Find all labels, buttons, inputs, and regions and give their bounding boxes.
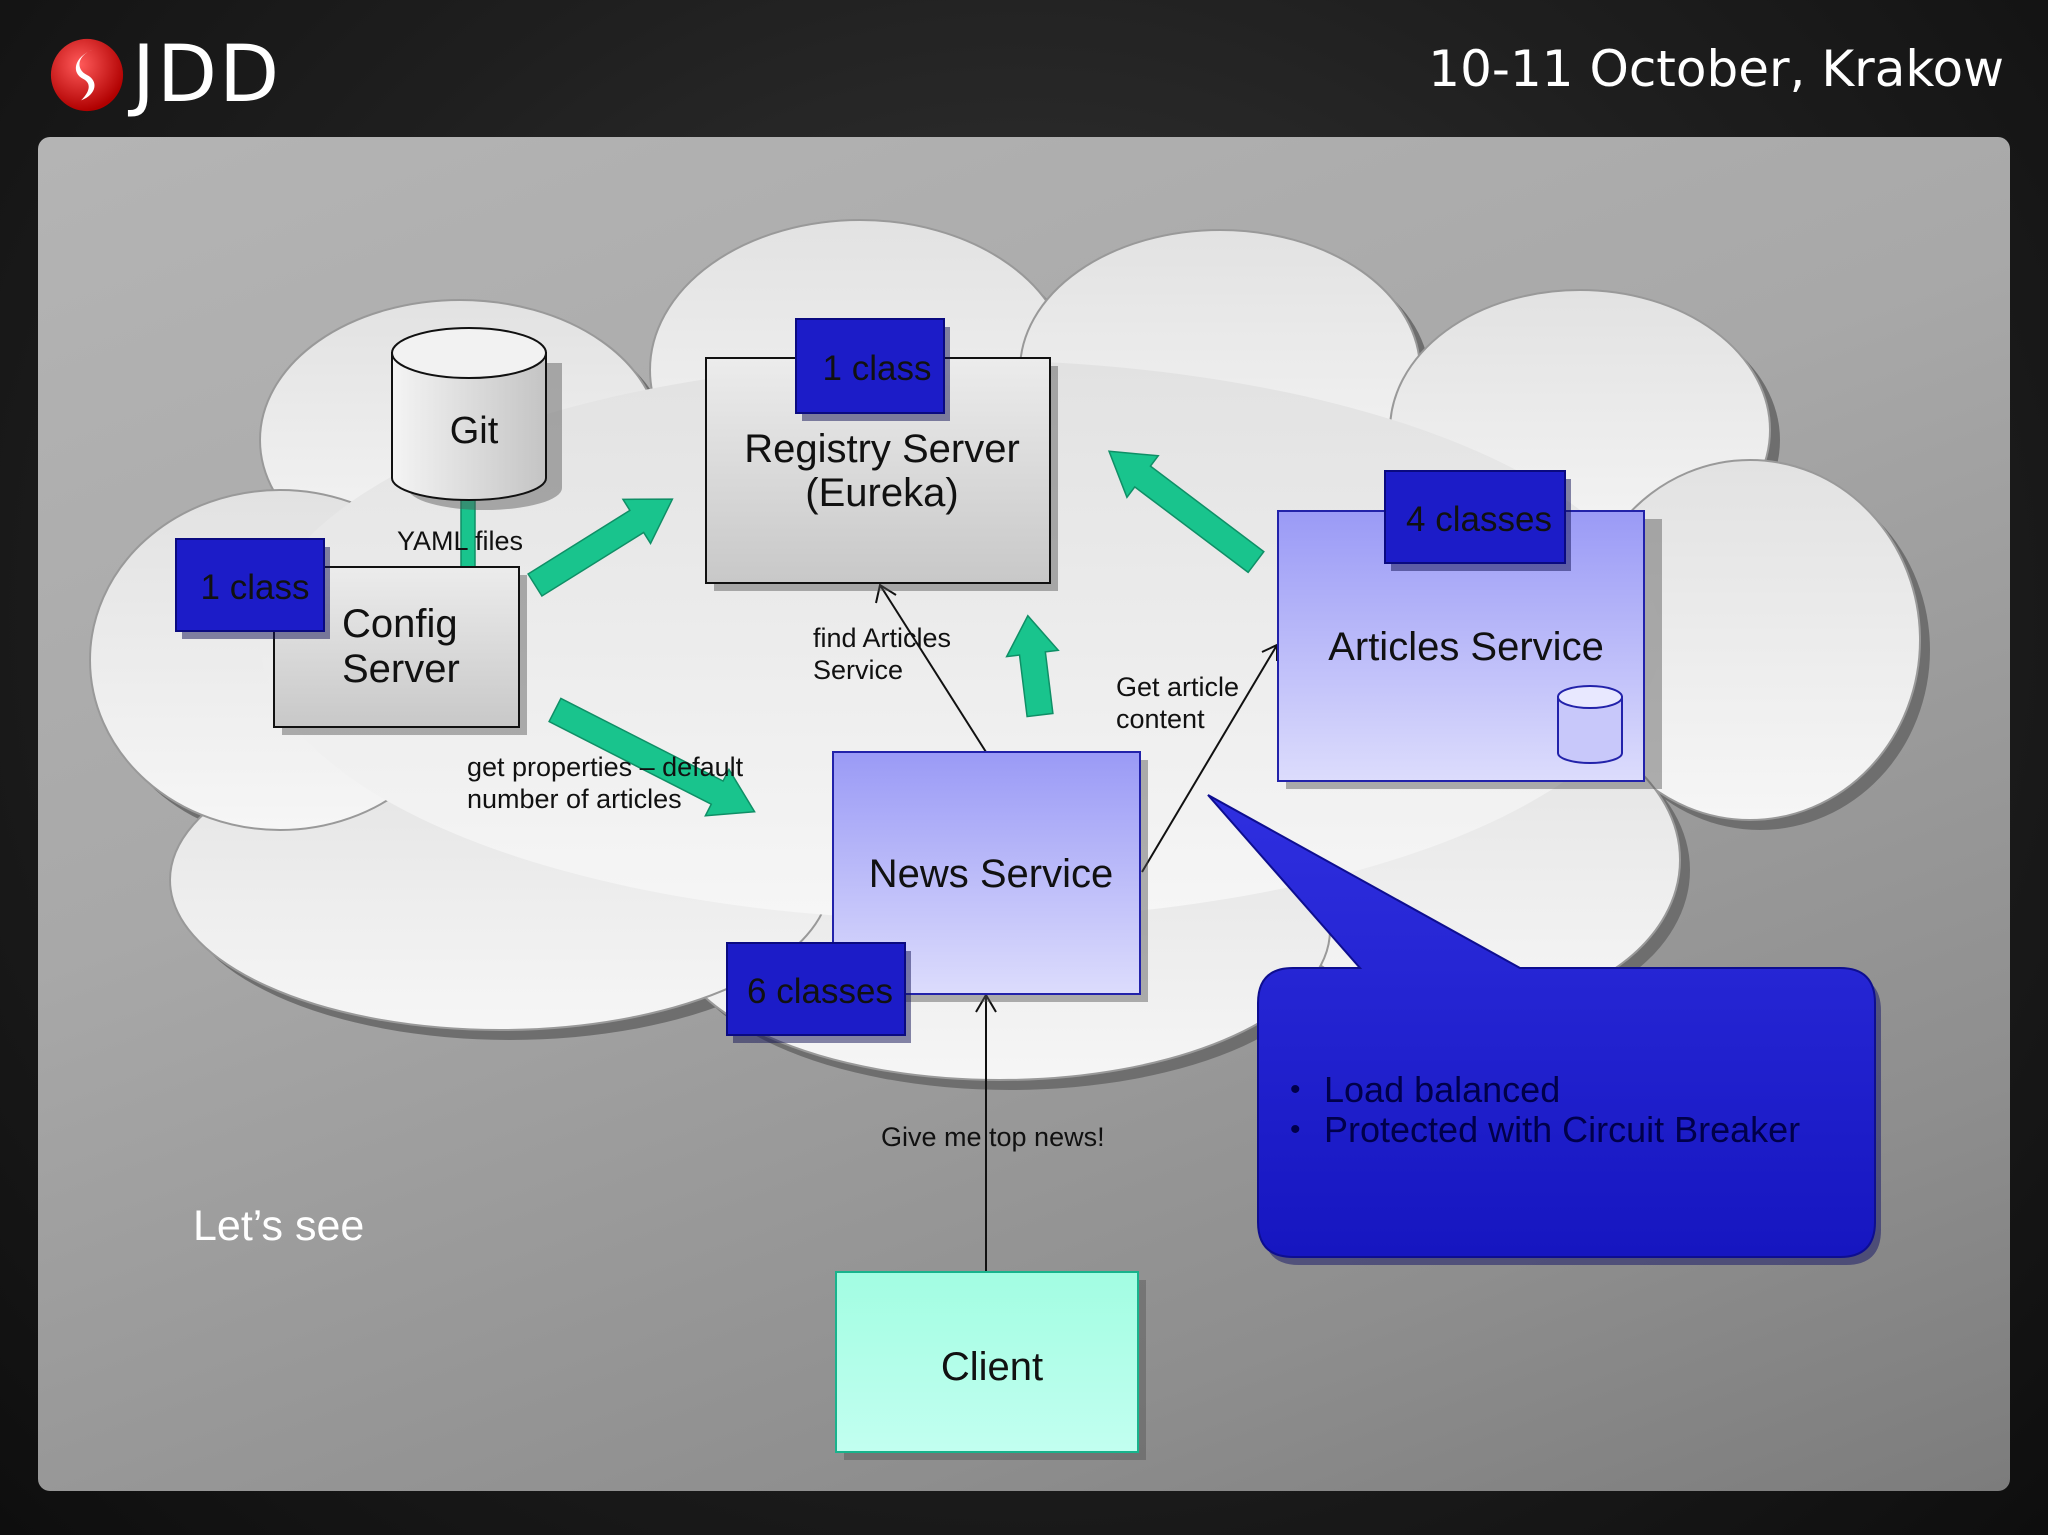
client-label: Client [941,1345,1043,1389]
database-icon [1557,685,1623,764]
registry-class-badge: 1 class [795,318,950,421]
get-article-line [1141,644,1278,873]
arrow-news-to-registry [1005,614,1060,718]
arrow-config-to-registry [527,498,674,598]
get-article-label-line2: content [1116,704,1205,734]
articles-class-badge: 4 classes [1384,470,1571,571]
lets-see-caption: Let’s see [193,1202,365,1250]
svg-text:4 classes: 4 classes [1406,500,1552,539]
logo-text: JDD [132,30,282,120]
client: Client [835,1271,1146,1460]
registry-label-line1: Registry Server [744,427,1020,471]
connector-lines [875,583,1278,1272]
articles-label: Articles Service [1328,625,1604,669]
event-date-location: 10-11 October, Krakow [1428,40,2004,98]
find-articles-label-line2: Service [813,655,903,685]
slide-header: JDD 10-11 October, Krakow [0,0,2048,135]
arrow-config-to-news [548,697,756,817]
edge-labels: YAML files get properties – default numb… [397,526,1239,1152]
news-class-badge: 6 classes [726,942,911,1043]
get-article-label-line1: Get article [1116,672,1239,702]
get-properties-label-line1: get properties – default [467,752,744,782]
give-news-label: Give me top news! [881,1122,1105,1152]
jdd-logo: JDD [48,30,281,120]
svg-text:1 class: 1 class [201,568,310,607]
git-label: Git [450,410,499,452]
git-repository: Git [391,327,562,510]
arrow-articles-to-registry [1107,450,1265,574]
callout-list: Load balanced Protected with Circuit Bre… [1290,1070,1800,1151]
callout-item-load-balanced: Load balanced [1290,1070,1800,1111]
flow-arrows [448,450,1265,817]
svg-text:1 class: 1 class [823,349,932,388]
callout-item-circuit-breaker: Protected with Circuit Breaker [1290,1110,1800,1151]
news-label: News Service [869,852,1114,896]
registry-label-line2: (Eureka) [805,471,958,515]
svg-text:6 classes: 6 classes [747,972,893,1011]
config-class-badge: 1 class [175,538,330,639]
config-label-line1: Config [342,602,458,646]
class-badges: 1 class 1 class 4 classes 6 classes [175,318,1571,1043]
articles-service: Articles Service [1277,510,1662,789]
find-articles-line [879,584,987,753]
get-properties-label-line2: number of articles [467,784,682,814]
find-articles-label-line1: find Articles [813,623,951,653]
yaml-files-label: YAML files [397,526,523,556]
find-articles-arrowhead [875,583,897,604]
config-label-line2: Server [342,647,460,691]
jdd-logo-icon [50,38,124,112]
